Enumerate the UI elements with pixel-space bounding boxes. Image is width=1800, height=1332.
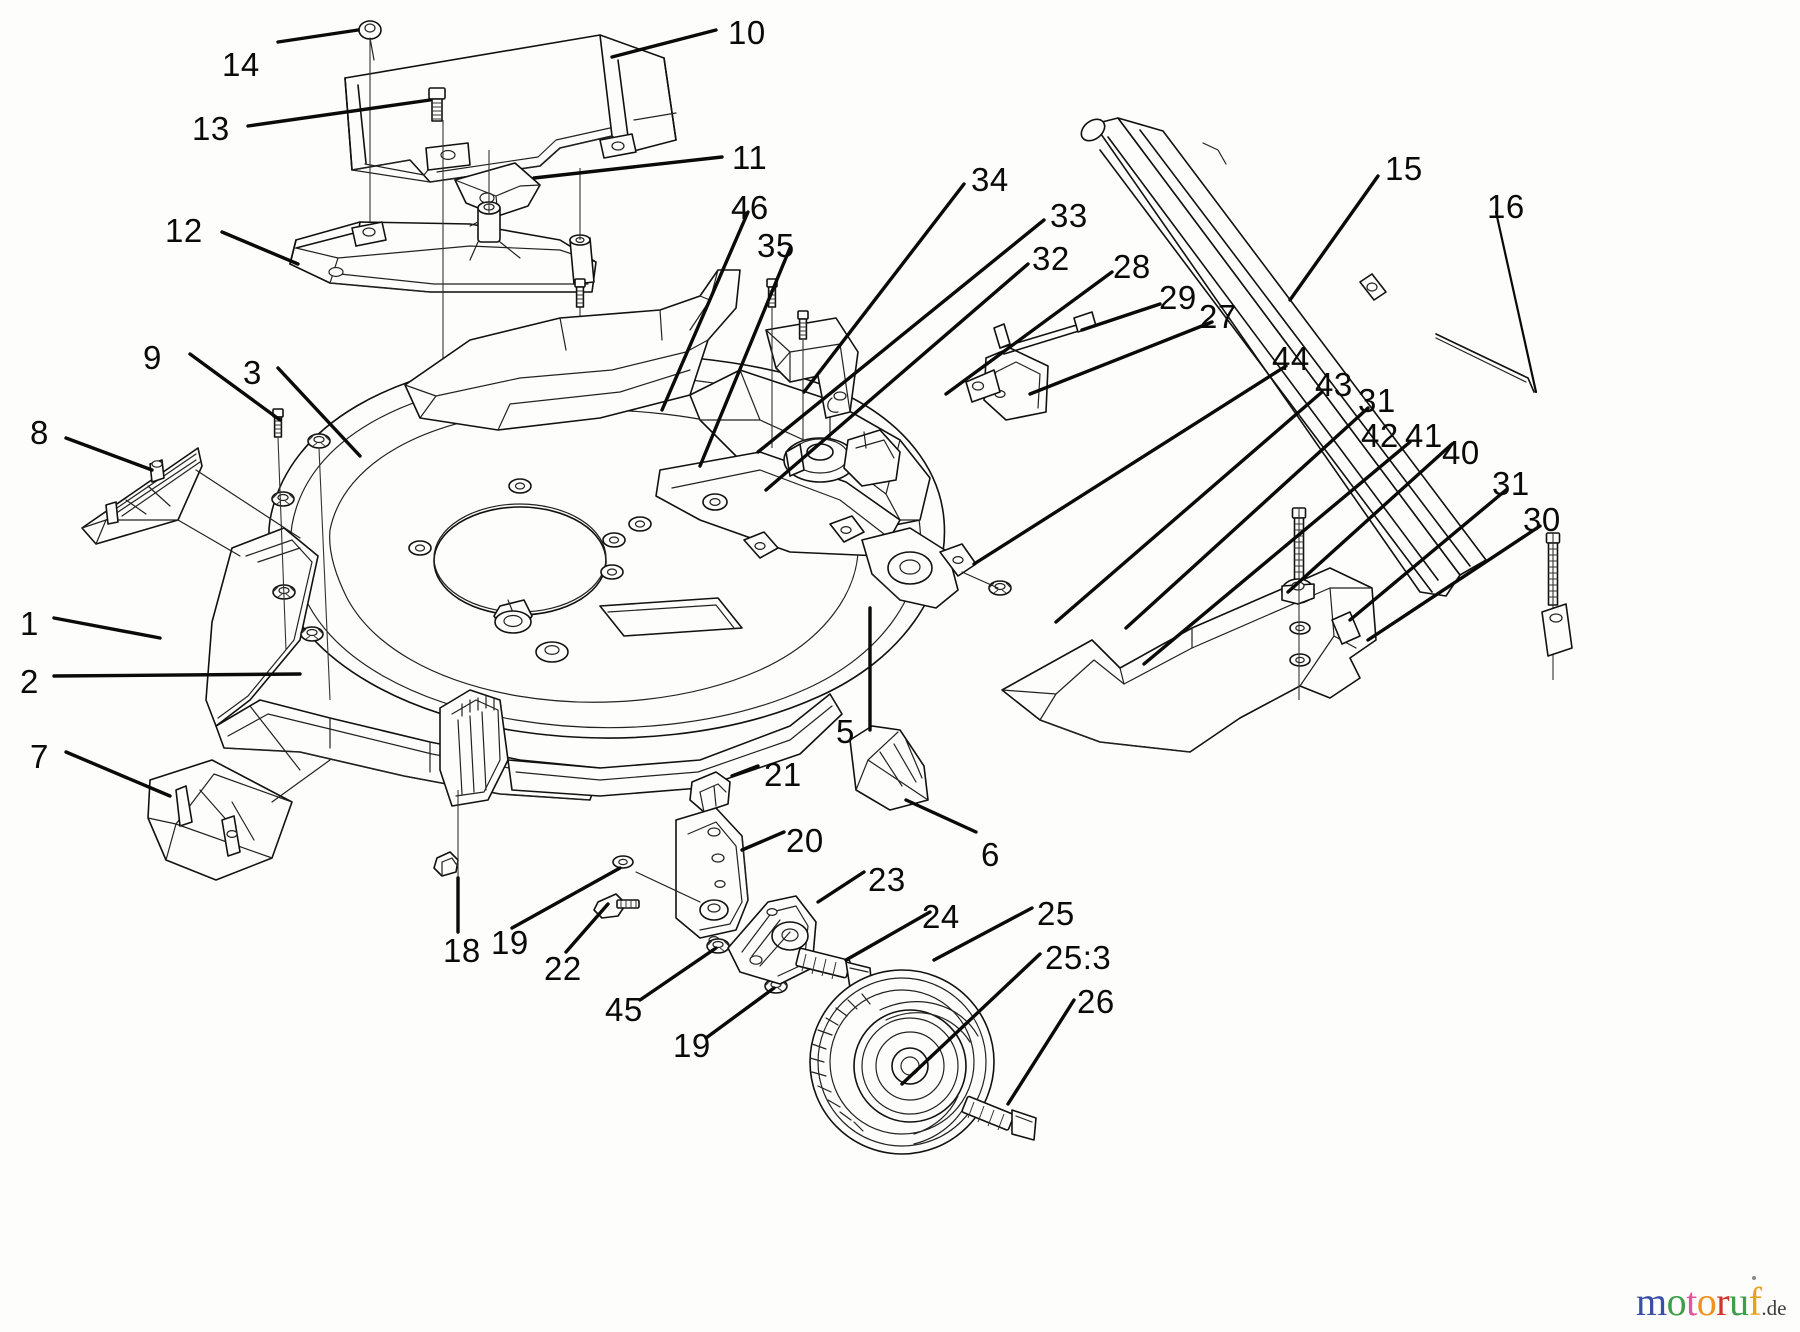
- watermark-letter-3: o: [1696, 1279, 1717, 1324]
- part-3-bolts: [271, 408, 331, 701]
- watermark-letter-0: m: [1636, 1279, 1667, 1324]
- watermark-dot-accent: [1752, 1276, 1756, 1280]
- callout-41: 41: [1405, 417, 1443, 454]
- callout-7: 7: [30, 738, 49, 775]
- part-23-hub-bracket: [727, 895, 817, 985]
- callout-42: 42: [1361, 417, 1399, 454]
- callout-43: 43: [1315, 366, 1353, 403]
- callout-25: 25: [1037, 895, 1075, 932]
- watermark-letters: motoruf: [1636, 1279, 1762, 1324]
- part-30-side-plate: [1001, 567, 1377, 753]
- callout-21: 21: [764, 756, 802, 793]
- callout-26: 26: [1077, 983, 1115, 1020]
- callout-27: 27: [1199, 298, 1237, 335]
- callout-19b: 19: [673, 1027, 711, 1064]
- callout-28: 28: [1113, 248, 1151, 285]
- callout-32: 32: [1032, 240, 1070, 277]
- callout-3: 3: [243, 354, 262, 391]
- part-27-29-latch: [939, 311, 1097, 596]
- part-5-6-brace: [849, 610, 929, 811]
- watermark-letter-4: r: [1716, 1279, 1730, 1324]
- part-18-nut: [433, 790, 459, 878]
- callout-10: 10: [728, 14, 766, 51]
- part-7-brace: [147, 759, 331, 881]
- callout-35: 35: [757, 227, 795, 264]
- callout-12: 12: [165, 212, 203, 249]
- callout-22: 22: [544, 950, 582, 987]
- callout-24: 24: [922, 898, 960, 935]
- callout-5: 5: [836, 713, 855, 750]
- callout-9: 9: [143, 339, 162, 376]
- callout-30: 30: [1523, 501, 1561, 538]
- callout-46: 46: [731, 189, 769, 226]
- callout-19a: 19: [491, 924, 529, 961]
- watermark-suffix: .de: [1761, 1296, 1787, 1320]
- part-40-44-hardware: [1281, 507, 1573, 700]
- watermark-letter-6: f: [1748, 1279, 1762, 1324]
- part-26-wheel-bolt: [961, 1095, 1037, 1141]
- part-16-rod: [1435, 333, 1535, 393]
- callout-23: 23: [868, 861, 906, 898]
- part-25-wheel: [809, 969, 995, 1155]
- callout-11: 11: [732, 139, 768, 176]
- callout-44: 44: [1272, 340, 1310, 377]
- callout-18: 18: [443, 932, 481, 969]
- part-10-rear-cover: [344, 34, 677, 183]
- callout-2: 2: [20, 663, 39, 700]
- part-20-adjuster-arm: [675, 807, 749, 944]
- callout-20: 20: [786, 822, 824, 859]
- watermark-letter-1: o: [1666, 1279, 1687, 1324]
- callout-34: 34: [971, 161, 1009, 198]
- callout-40: 40: [1442, 434, 1480, 471]
- leader-lines: [52, 28, 1542, 1106]
- callout-16: 16: [1487, 188, 1525, 225]
- callout-45: 45: [605, 991, 643, 1028]
- callout-31a: 31: [1358, 382, 1396, 419]
- callout-14: 14: [222, 46, 260, 83]
- part-8-brace: [81, 447, 241, 557]
- part-34-bracket: [765, 317, 859, 419]
- part-33-35-46-hardware: [574, 278, 809, 452]
- callout-15: 15: [1385, 150, 1423, 187]
- motoruf-watermark: motoruf.de: [1636, 1276, 1787, 1324]
- watermark-letter-5: u: [1729, 1279, 1749, 1324]
- callout-13: 13: [192, 110, 230, 147]
- watermark-letter-2: t: [1686, 1279, 1697, 1324]
- callout-29: 29: [1159, 279, 1197, 316]
- callout-6: 6: [981, 836, 1000, 873]
- callout-25:3: 25:3: [1045, 939, 1112, 976]
- part-21-clip: [689, 771, 731, 813]
- main-deck-housing: [205, 269, 959, 807]
- callout-8: 8: [30, 414, 49, 451]
- callout-33: 33: [1050, 197, 1088, 234]
- part-32-spindle-housing: [783, 429, 901, 487]
- part-13-bolt: [428, 87, 446, 122]
- callout-1: 1: [20, 605, 39, 642]
- part-14-screw: [358, 20, 382, 61]
- callout-31b: 31: [1492, 465, 1530, 502]
